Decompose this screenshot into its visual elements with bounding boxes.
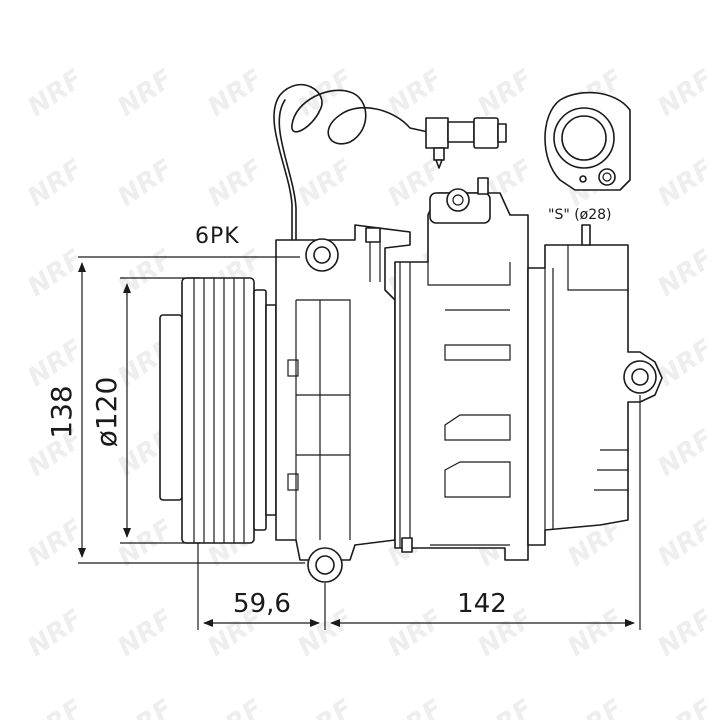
nrf-watermark: NRF bbox=[22, 604, 88, 663]
nrf-watermark: NRF bbox=[652, 334, 718, 393]
pulley bbox=[159, 277, 277, 544]
nrf-watermark: NRF bbox=[652, 64, 718, 123]
nrf-watermark: NRF bbox=[292, 694, 358, 720]
nrf-watermark: NRF bbox=[652, 154, 718, 213]
nrf-watermark: NRF bbox=[112, 154, 178, 213]
nrf-watermark: NRF bbox=[22, 514, 88, 573]
port-size-label: "S" (ø28) bbox=[548, 207, 612, 223]
clutch-wire-connector bbox=[273, 83, 507, 241]
rear-housing bbox=[527, 224, 663, 546]
pulley-diameter-label: ø120 bbox=[90, 377, 123, 448]
nrf-watermark: NRF bbox=[652, 604, 718, 663]
nrf-watermark: NRF bbox=[652, 514, 718, 573]
dimension-lines bbox=[78, 256, 641, 630]
nrf-watermark: NRF bbox=[472, 694, 538, 720]
height-dimension-label: 138 bbox=[45, 385, 78, 438]
nrf-watermark: NRF bbox=[202, 64, 268, 123]
clutch-offset-label: 59,6 bbox=[233, 589, 291, 619]
belt-type-label: 6PK bbox=[195, 224, 240, 249]
suction-port-detail bbox=[544, 91, 631, 191]
nrf-watermark: NRF bbox=[112, 604, 178, 663]
nrf-watermark: NRF bbox=[472, 64, 538, 123]
nrf-watermark: NRF bbox=[292, 64, 358, 123]
nrf-watermark: NRF bbox=[652, 244, 718, 303]
nrf-watermark: NRF bbox=[202, 154, 268, 213]
nrf-watermark: NRF bbox=[22, 64, 88, 123]
nrf-watermark: NRF bbox=[202, 694, 268, 720]
nrf-watermark: NRF bbox=[22, 244, 88, 303]
nrf-watermark: NRF bbox=[112, 64, 178, 123]
nrf-watermark: NRF bbox=[652, 694, 718, 720]
nrf-watermark: NRF bbox=[22, 694, 88, 720]
length-dimension-label: 142 bbox=[457, 589, 507, 619]
nrf-watermark: NRF bbox=[382, 694, 448, 720]
nrf-watermark: NRF bbox=[652, 424, 718, 483]
nrf-watermark: NRF bbox=[112, 244, 178, 303]
nrf-watermark: NRF bbox=[22, 334, 88, 393]
nrf-watermark: NRF bbox=[22, 154, 88, 213]
nrf-watermark: NRF bbox=[292, 154, 358, 213]
compressor-body bbox=[394, 177, 529, 561]
front-housing bbox=[275, 224, 411, 583]
nrf-watermark: NRF bbox=[382, 604, 448, 663]
nrf-watermark: NRF bbox=[112, 694, 178, 720]
nrf-watermark: NRF bbox=[562, 604, 628, 663]
nrf-watermark: NRF bbox=[562, 694, 628, 720]
